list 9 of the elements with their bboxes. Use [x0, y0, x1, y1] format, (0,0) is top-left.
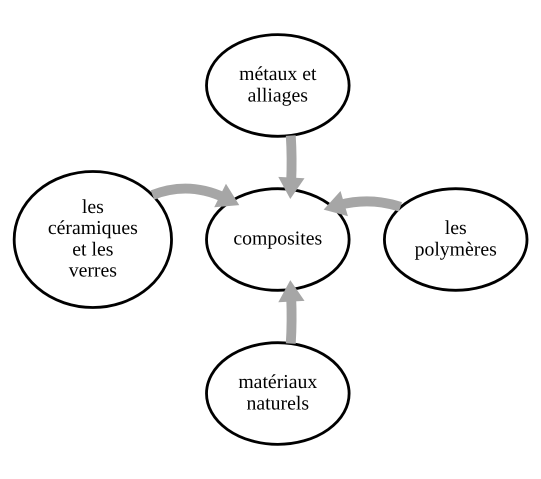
arrow	[324, 190, 402, 216]
node-ellipse: composites	[205, 187, 351, 292]
arrow	[278, 280, 305, 344]
node-ellipse: les polymères	[383, 187, 528, 292]
arrow	[150, 184, 240, 208]
arrow	[278, 135, 305, 199]
node-ellipse: métaux et alliages	[205, 33, 351, 138]
node-ellipse: les céramiques et les verres	[12, 170, 173, 309]
node-ellipse: matériaux naturels	[205, 341, 351, 446]
